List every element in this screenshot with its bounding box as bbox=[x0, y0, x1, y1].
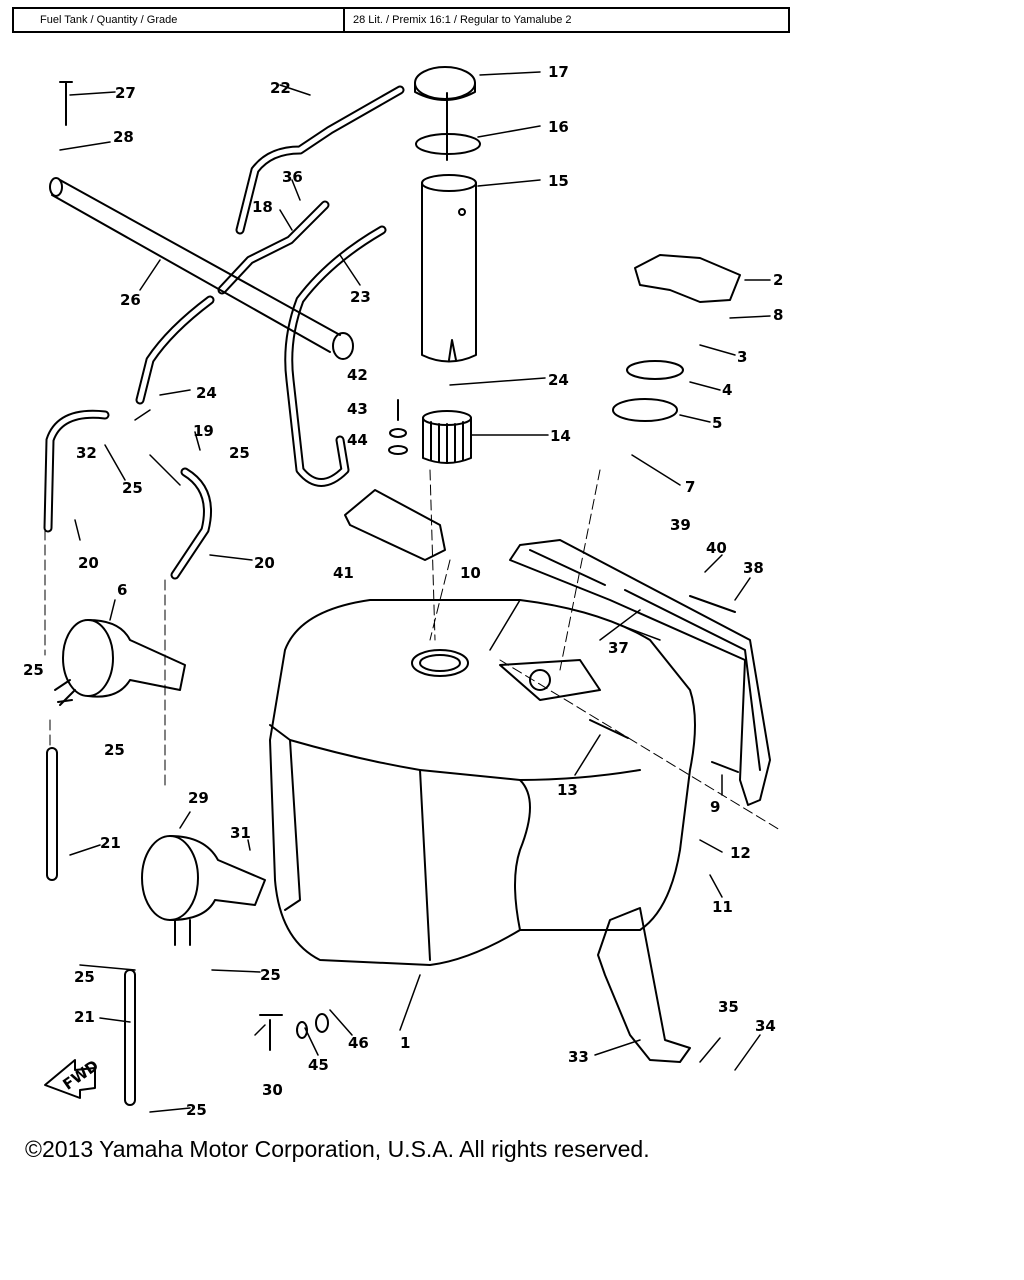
callout-1: 1 bbox=[400, 1034, 410, 1052]
callout-26: 26 bbox=[120, 291, 141, 309]
callout-42: 42 bbox=[347, 366, 368, 384]
callout-25-d: 25 bbox=[104, 741, 125, 759]
ring-part-5 bbox=[612, 398, 678, 422]
callout-15: 15 bbox=[548, 172, 569, 190]
fuel-pump-upper-part bbox=[54, 619, 186, 706]
callout-14: 14 bbox=[550, 427, 571, 445]
callout-21-lower: 21 bbox=[74, 1008, 95, 1026]
hose-23 bbox=[284, 225, 387, 487]
callout-10: 10 bbox=[460, 564, 481, 582]
callout-12: 12 bbox=[730, 844, 751, 862]
callout-25-f: 25 bbox=[260, 966, 281, 984]
callout-39: 39 bbox=[670, 516, 691, 534]
callout-24-right: 24 bbox=[548, 371, 569, 389]
callout-25-a: 25 bbox=[229, 444, 250, 462]
callout-29: 29 bbox=[188, 789, 209, 807]
callout-6: 6 bbox=[117, 581, 127, 599]
fuel-pipe-part bbox=[421, 174, 477, 363]
callout-35: 35 bbox=[718, 998, 739, 1016]
callout-33: 33 bbox=[568, 1048, 589, 1066]
connector-part bbox=[344, 489, 446, 561]
strap-bracket-part bbox=[509, 539, 771, 806]
callout-11: 11 bbox=[712, 898, 733, 916]
callout-9: 9 bbox=[710, 798, 720, 816]
callout-3: 3 bbox=[737, 348, 747, 366]
callout-19: 19 bbox=[193, 422, 214, 440]
callout-25-b: 25 bbox=[122, 479, 143, 497]
callout-46: 46 bbox=[348, 1034, 369, 1052]
tank-cap-part bbox=[414, 66, 476, 161]
callout-8: 8 bbox=[773, 306, 783, 324]
callout-36: 36 bbox=[282, 168, 303, 186]
spec-value: 28 Lit. / Premix 16:1 / Regular to Yamal… bbox=[353, 14, 572, 26]
ring-part-4 bbox=[626, 360, 684, 380]
callout-7: 7 bbox=[685, 478, 695, 496]
callout-4: 4 bbox=[722, 381, 732, 399]
callout-20-left: 20 bbox=[78, 554, 99, 572]
callout-5: 5 bbox=[712, 414, 722, 432]
callout-13: 13 bbox=[557, 781, 578, 799]
callout-25-g: 25 bbox=[186, 1101, 207, 1119]
callout-20-right: 20 bbox=[254, 554, 275, 572]
callout-37: 37 bbox=[608, 639, 629, 657]
callout-24-left: 24 bbox=[196, 384, 217, 402]
callout-34: 34 bbox=[755, 1017, 776, 1035]
callout-23: 23 bbox=[350, 288, 371, 306]
spec-table: Fuel Tank / Quantity / Grade 28 Lit. / P… bbox=[12, 7, 790, 33]
tube-part bbox=[49, 177, 354, 360]
callout-40: 40 bbox=[706, 539, 727, 557]
callout-28: 28 bbox=[113, 128, 134, 146]
callout-41: 41 bbox=[333, 564, 354, 582]
bracket-part bbox=[597, 907, 691, 1063]
callout-16: 16 bbox=[548, 118, 569, 136]
callout-2: 2 bbox=[773, 271, 783, 289]
callout-43: 43 bbox=[347, 400, 368, 418]
ring-part bbox=[415, 133, 481, 155]
fuel-tank-part bbox=[269, 599, 696, 966]
callout-45: 45 bbox=[308, 1056, 329, 1074]
callout-17: 17 bbox=[548, 63, 569, 81]
callout-22: 22 bbox=[270, 79, 291, 97]
callout-31: 31 bbox=[230, 824, 251, 842]
callout-21-upper: 21 bbox=[100, 834, 121, 852]
callout-32: 32 bbox=[76, 444, 97, 462]
callout-44: 44 bbox=[347, 431, 368, 449]
callout-18: 18 bbox=[252, 198, 273, 216]
fuel-pump-lower-part bbox=[141, 835, 266, 946]
callout-38: 38 bbox=[743, 559, 764, 577]
parts-diagram: 1 2 3 4 5 6 7 8 9 10 11 12 13 14 15 16 1… bbox=[23, 63, 783, 1119]
callout-27: 27 bbox=[115, 84, 136, 102]
fuel-filter-part bbox=[422, 410, 472, 464]
copyright-notice: ©2013 Yamaha Motor Corporation, U.S.A. A… bbox=[25, 1136, 650, 1162]
callout-25-c: 25 bbox=[23, 661, 44, 679]
callout-30: 30 bbox=[262, 1081, 283, 1099]
cover-part bbox=[634, 254, 741, 303]
spec-label: Fuel Tank / Quantity / Grade bbox=[14, 9, 345, 31]
callout-25-e: 25 bbox=[74, 968, 95, 986]
